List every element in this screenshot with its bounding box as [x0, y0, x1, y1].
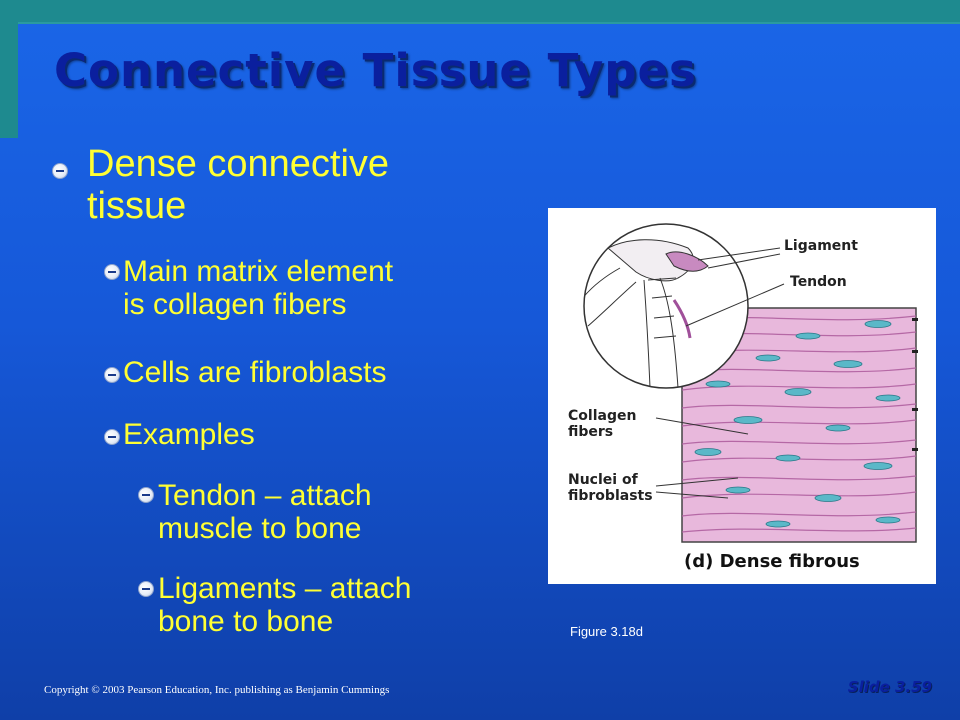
bullet-line: Tendon – attach: [158, 479, 372, 512]
bullet-icon: [104, 264, 120, 280]
label-line: fibers: [568, 424, 614, 441]
bullet-line: Main matrix element: [123, 255, 394, 288]
figure-caption: Figure 3.18d: [570, 624, 643, 639]
label-ligament: Ligament: [784, 238, 858, 254]
bullet-main-matrix: Main matrix element is collagen fibers: [123, 255, 393, 321]
bullet-dense-connective: Dense connective tissue: [87, 143, 390, 228]
left-accent-bar: [0, 0, 18, 138]
tissue-illustration: [583, 223, 918, 543]
bullet-line: Cells are fibroblasts: [123, 356, 387, 389]
bullet-icon: [104, 367, 120, 383]
bullet-cells: Cells are fibroblasts: [123, 356, 386, 389]
bullet-line: Examples: [123, 418, 255, 451]
bullet-icon: [138, 487, 154, 503]
copyright-notice: Copyright © 2003 Pearson Education, Inc.…: [44, 684, 390, 696]
bullet-line: is collagen fibers: [123, 288, 347, 321]
bullet-line: bone to bone: [158, 605, 334, 638]
bullet-ligaments: Ligaments – attach bone to bone: [158, 572, 412, 638]
label-line: Collagen: [568, 408, 637, 424]
label-nuclei-fibroblasts: Nuclei of fibroblasts: [568, 472, 653, 504]
bullet-line: tissue: [87, 184, 187, 227]
bullet-line: Ligaments – attach: [158, 572, 412, 605]
label-line: Nuclei of: [568, 472, 638, 488]
top-accent-bar: [0, 0, 960, 22]
slide-number: Slide 3.59: [847, 678, 932, 696]
label-collagen-fibers: Collagen fibers: [568, 408, 636, 440]
bullet-icon: [104, 429, 120, 445]
dense-fibrous-figure: Ligament Tendon Collagen fibers Nuclei o…: [548, 208, 936, 584]
bullet-examples: Examples: [123, 418, 255, 451]
slide-title: Connective Tissue Types: [54, 44, 697, 97]
bullet-icon: [138, 581, 154, 597]
bullet-line: Dense connective: [87, 143, 390, 185]
label-line: fibroblasts: [568, 488, 653, 505]
label-tendon: Tendon: [790, 274, 847, 290]
top-accent-line: [0, 22, 960, 24]
bullet-icon: [52, 163, 68, 179]
bullet-tendon: Tendon – attach muscle to bone: [158, 479, 372, 545]
figure-inner-caption: (d) Dense fibrous: [684, 551, 860, 572]
bullet-line: muscle to bone: [158, 512, 362, 545]
